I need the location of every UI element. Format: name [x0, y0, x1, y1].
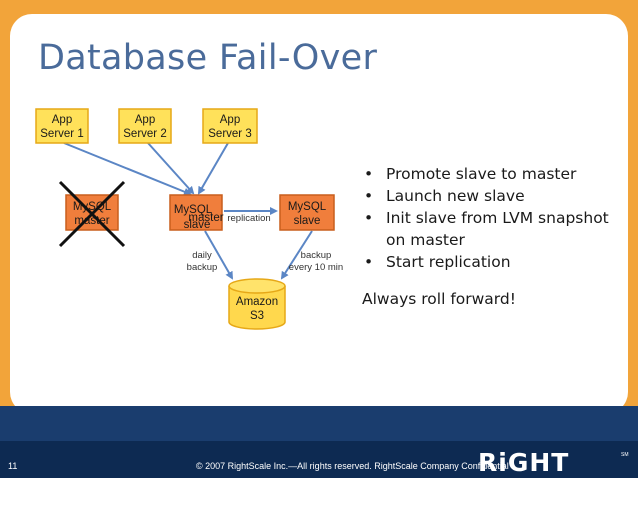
footer-strip [0, 441, 638, 478]
s3-line1: Amazon [236, 296, 278, 308]
service-mark: SM [621, 452, 629, 458]
new-slave-line1: MySQL [288, 201, 327, 213]
amazon-s3-cylinder: Amazon S3 [228, 278, 286, 330]
promoted-overlay-label: master [188, 212, 223, 224]
bullet-icon: • [364, 187, 374, 205]
bullet-text: Launch new slave [386, 187, 525, 205]
footer-band [0, 406, 638, 441]
rightscale-logo: RiGHT SCaLe [478, 448, 570, 506]
app-server-1-line2: Server 1 [40, 128, 83, 140]
daily-backup-line1: daily [192, 250, 212, 261]
arrow-backup-every-10-min [280, 230, 313, 280]
promoted-mysql-box: MySQL slave master [169, 194, 224, 231]
bullet-list: • Promote slave to master • Launch new s… [364, 163, 616, 273]
s3-line2: S3 [250, 310, 264, 322]
new-slave-line2: slave [294, 215, 321, 227]
app-server-2-line2: Server 2 [123, 128, 166, 140]
arrow-app1-to-master [63, 142, 192, 196]
promoted-line2: slave [184, 219, 211, 231]
bullet-text: Init slave from LVM snapshot on master [386, 209, 609, 249]
app-server-1-box: App Server 1 [35, 108, 89, 144]
bullet-item: • Promote slave to master [364, 163, 616, 185]
app-server-3-box: App Server 3 [202, 108, 258, 144]
arrow-daily-backup [204, 230, 233, 280]
arrow-app2-to-master [147, 142, 195, 195]
bullet-icon: • [364, 209, 374, 227]
failover-diagram: App Server 1 App Server 2 App Server 3 M… [35, 108, 343, 330]
app-server-3-line2: Server 3 [208, 128, 251, 140]
page-number: 11 [8, 461, 18, 471]
arrow-app3-to-master [197, 142, 229, 195]
bullet-icon: • [364, 253, 374, 271]
new-mysql-slave-box: MySQL slave [279, 194, 335, 231]
replication-label: replication [227, 213, 270, 224]
bullet-text: Start replication [386, 253, 511, 271]
app-server-2-line1: App [135, 114, 155, 126]
backup-every-line1: backup [301, 250, 332, 261]
failure-cross-icon [58, 180, 126, 248]
copyright-notice: © 2007 RightScale Inc.—All rights reserv… [196, 461, 509, 471]
promoted-line1: MySQL [174, 204, 213, 216]
bullet-item: • Start replication [364, 251, 616, 273]
bullet-text: Promote slave to master [386, 165, 577, 183]
bullet-item: • Init slave from LVM snapshot on master [364, 207, 616, 251]
failed-master-line1: MySQL [73, 201, 112, 213]
slide-title: Database Fail-Over [38, 38, 378, 78]
backup-every-line2: every 10 min [289, 262, 343, 273]
app-server-1-line1: App [52, 114, 72, 126]
app-server-2-box: App Server 2 [118, 108, 172, 144]
bullet-icon: • [364, 165, 374, 183]
bullet-item: • Launch new slave [364, 185, 616, 207]
app-server-3-line1: App [220, 114, 240, 126]
daily-backup-line2: backup [187, 262, 218, 273]
tagline: Always roll forward! [362, 290, 516, 308]
